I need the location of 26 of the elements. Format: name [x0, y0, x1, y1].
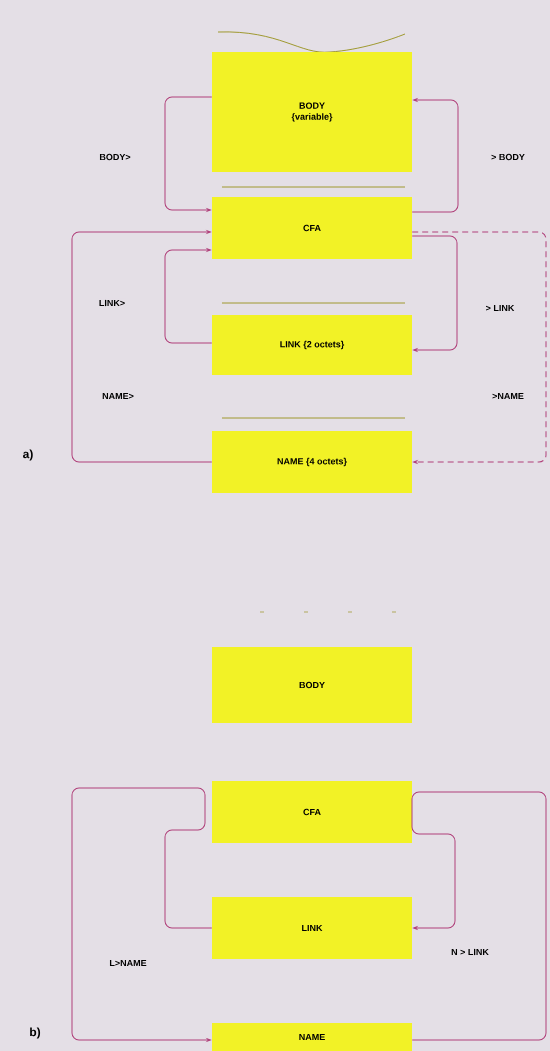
memory-field: BODY — [212, 647, 412, 723]
connector-arrow — [71, 787, 213, 1042]
connector-arrow — [411, 98, 459, 213]
memory-field: LINK {2 octets} — [212, 315, 412, 375]
connector-arrow — [411, 231, 547, 464]
connector-arrow — [71, 230, 213, 463]
edge-label: > BODY — [491, 153, 525, 161]
edge-label: >NAME — [492, 392, 524, 400]
edge-label: NAME> — [102, 392, 134, 400]
edge-label: L>NAME — [109, 959, 147, 967]
connector-arrow — [411, 235, 458, 352]
panel-label: a) — [23, 449, 33, 461]
edge-label: LINK> — [99, 299, 125, 307]
memory-field: LINK — [212, 897, 412, 959]
connector-arrow — [164, 96, 213, 212]
edge-label: BODY> — [99, 153, 131, 161]
memory-field: CFA — [212, 197, 412, 259]
memory-field: NAME {4 octets} — [212, 431, 412, 493]
edge-label: N > LINK — [451, 948, 489, 956]
connector-arrow — [164, 248, 213, 344]
connector-arrow — [411, 791, 547, 1041]
panel-label: b) — [30, 1027, 41, 1039]
edge-label: > LINK — [486, 304, 515, 312]
memory-field: BODY {variable} — [212, 52, 412, 172]
memory-field: CFA — [212, 781, 412, 843]
memory-field: NAME — [212, 1023, 412, 1051]
